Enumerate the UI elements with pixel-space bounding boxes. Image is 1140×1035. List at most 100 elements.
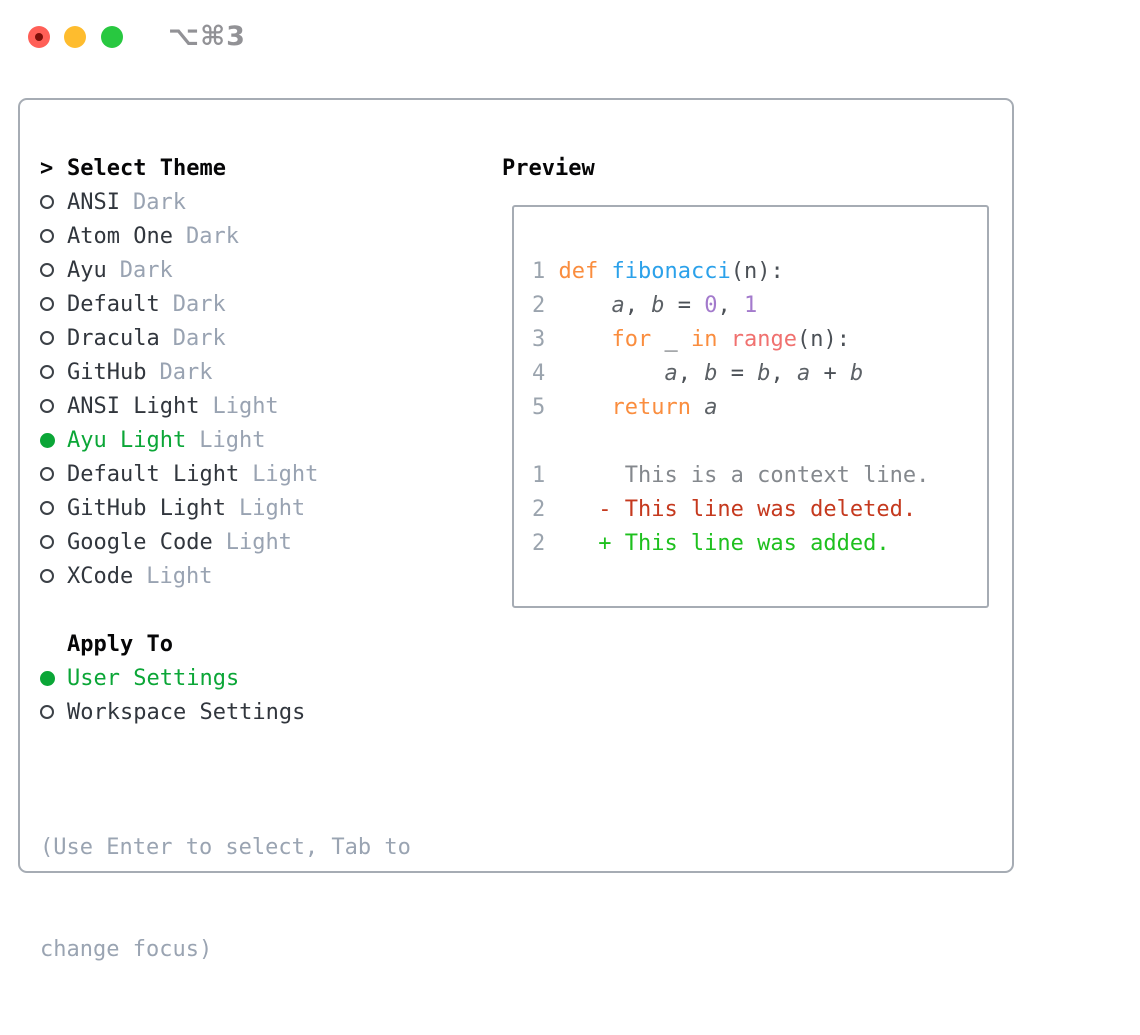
apply-option-label: Workspace Settings xyxy=(67,699,306,725)
code-token: fibonacci xyxy=(611,258,731,284)
code-token: , xyxy=(677,360,705,386)
code-token: a xyxy=(664,360,678,386)
line-number: 2 xyxy=(532,496,546,522)
code-token xyxy=(558,327,611,352)
code-token: a xyxy=(704,394,718,420)
line-number: 1 xyxy=(532,462,546,488)
preview-line-7: 1 This is a context line. xyxy=(532,458,987,492)
preview-header-row: Preview xyxy=(502,151,595,185)
code-token: , xyxy=(717,292,744,318)
line-number: 5 xyxy=(532,394,546,420)
theme-option-default-light-light[interactable]: Default Light Light xyxy=(40,457,318,491)
theme-variant-tag: Light xyxy=(238,495,306,521)
preview-line-5: 5 return a xyxy=(532,390,987,424)
theme-variant-tag: Dark xyxy=(159,359,213,385)
close-button[interactable] xyxy=(28,26,50,48)
radio-selected-icon xyxy=(40,432,67,448)
code-token: b xyxy=(651,292,665,318)
radio-icon xyxy=(40,229,67,243)
cursor-prompt-icon: > xyxy=(40,155,54,181)
code-token: b xyxy=(849,360,864,386)
apply-option-label: User Settings xyxy=(67,665,240,691)
radio-icon xyxy=(40,365,67,379)
code-token: = xyxy=(717,360,758,386)
radio-icon xyxy=(40,263,67,277)
theme-name: ANSI Light xyxy=(67,393,200,419)
theme-variant-tag: Light xyxy=(252,461,319,487)
code-token: , xyxy=(624,292,652,318)
theme-name: GitHub Light xyxy=(67,495,226,521)
code-token xyxy=(558,361,664,386)
line-number: 1 xyxy=(532,258,546,284)
theme-variant-tag: Dark xyxy=(119,257,173,283)
code-token: (n): xyxy=(796,326,850,352)
theme-option-xcode-light[interactable]: XCode Light xyxy=(40,559,318,593)
code-token: 1 xyxy=(743,292,758,318)
code-token xyxy=(717,327,730,352)
theme-option-atom-one-dark[interactable]: Atom One Dark xyxy=(40,219,318,253)
apply-to-header-row: Apply To xyxy=(40,627,173,661)
theme-variant-tag: Dark xyxy=(185,223,239,249)
theme-option-ayu-light-light[interactable]: Ayu Light Light xyxy=(40,423,318,457)
code-token: a xyxy=(611,292,625,318)
code-token: b xyxy=(704,360,718,386)
preview-line-8: 2 - This line was deleted. xyxy=(532,492,987,526)
theme-name: XCode xyxy=(67,563,134,589)
record-dot-icon xyxy=(35,33,43,41)
theme-variant-tag: Light xyxy=(146,563,213,589)
radio-icon xyxy=(40,467,67,481)
theme-option-ansi-light-light[interactable]: ANSI Light Light xyxy=(40,389,318,423)
code-token: , xyxy=(770,360,797,386)
preview-line-2: 2 a, b = 0, 1 xyxy=(532,288,987,322)
code-token: return xyxy=(611,394,691,420)
theme-option-github-dark[interactable]: GitHub Dark xyxy=(40,355,318,389)
minimize-button[interactable] xyxy=(64,26,86,48)
theme-variant-tag: Dark xyxy=(132,189,186,215)
theme-option-github-light-light[interactable]: GitHub Light Light xyxy=(40,491,318,525)
preview-line-3: 3 for _ in range(n): xyxy=(532,322,987,356)
code-token: b xyxy=(757,360,771,386)
code-token: + This line was added. xyxy=(558,530,890,556)
theme-name: Atom One xyxy=(67,223,173,249)
theme-option-google-code-light[interactable]: Google Code Light xyxy=(40,525,318,559)
select-theme-header: Select Theme xyxy=(67,155,226,181)
radio-icon xyxy=(40,535,67,549)
theme-name: Default xyxy=(67,291,160,317)
code-token xyxy=(691,395,704,420)
theme-name: Ayu Light xyxy=(67,427,187,453)
theme-variant-tag: Light xyxy=(212,393,279,419)
theme-variant-tag: Light xyxy=(225,529,292,555)
theme-name: GitHub xyxy=(67,359,147,385)
code-token: + xyxy=(810,360,850,386)
window-title: ⌥⌘3 xyxy=(168,21,246,52)
code-token: (n): xyxy=(730,258,784,284)
theme-name: Default Light xyxy=(67,461,240,487)
theme-variant-tag: Light xyxy=(199,427,266,453)
code-token: _ xyxy=(651,326,691,352)
theme-name: Google Code xyxy=(67,529,213,555)
code-token: = xyxy=(664,292,705,318)
apply-option-user-settings[interactable]: User Settings xyxy=(40,661,305,695)
code-token: 0 xyxy=(704,292,718,318)
preview-line-6 xyxy=(532,424,987,458)
line-number: 3 xyxy=(532,326,546,352)
code-token xyxy=(558,395,611,420)
apply-option-workspace-settings[interactable]: Workspace Settings xyxy=(40,695,305,729)
hint-line-2: change focus) xyxy=(40,937,213,962)
select-theme-header-row: > Select Theme xyxy=(40,151,226,185)
radio-icon xyxy=(40,399,67,413)
code-token: in xyxy=(690,326,718,352)
code-token xyxy=(558,293,611,318)
radio-icon xyxy=(40,569,67,583)
radio-selected-icon xyxy=(40,670,67,686)
code-token: - This line was deleted. xyxy=(558,496,917,522)
zoom-button[interactable] xyxy=(101,26,123,48)
radio-icon xyxy=(40,501,67,515)
